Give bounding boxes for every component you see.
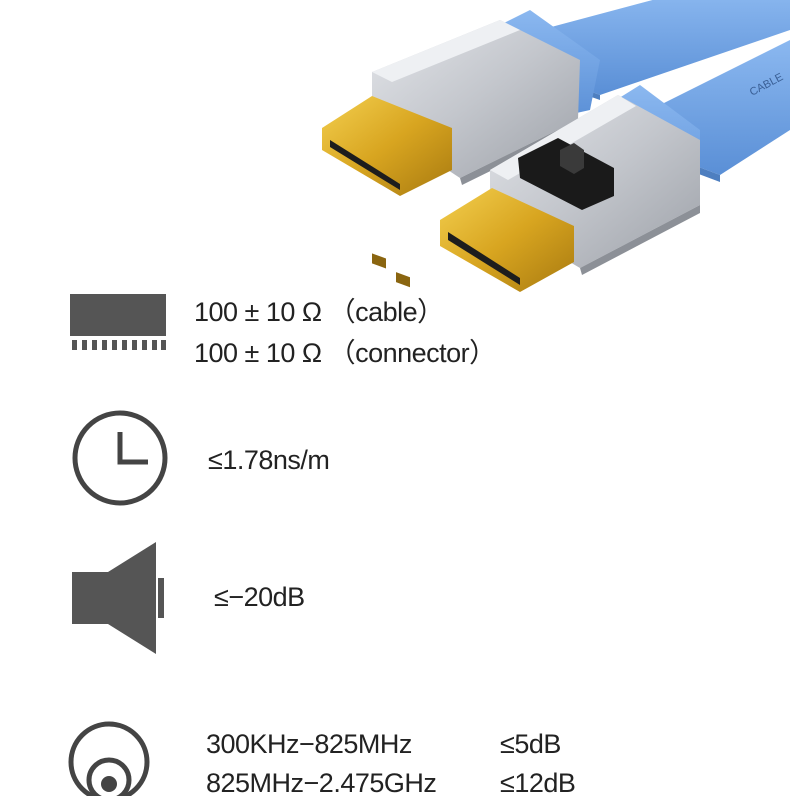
spec-impedance: 100 ± 10 Ω （cable） 100 ± 10 Ω （connector… [0, 286, 790, 376]
attenuation-range-2: 825MHz−2.475GHz [206, 768, 437, 798]
signal-target-icon [68, 721, 150, 796]
connector-top [322, 10, 600, 288]
spec-crosstalk: ≤−20dB [0, 538, 790, 658]
displayport-cable-image: CABLE [322, 0, 790, 292]
spec-delay: ≤1.78ns/m [0, 406, 790, 510]
clock-icon [72, 410, 168, 506]
impedance-cable-text: 100 ± 10 Ω （cable） [194, 297, 444, 327]
impedance-connector-text: 100 ± 10 Ω （connector） [194, 338, 496, 368]
delay-value-text: ≤1.78ns/m [208, 445, 330, 475]
attenuation-value-1: ≤5dB [500, 729, 561, 759]
spec-attenuation: 300KHz−825MHz ≤5dB 825MHz−2.475GHz ≤12dB [0, 712, 790, 797]
speaker-icon [72, 542, 164, 654]
connector-bottom [440, 85, 700, 292]
ic-chip-icon [70, 294, 166, 350]
attenuation-range-1: 300KHz−825MHz [206, 729, 412, 759]
attenuation-value-2: ≤12dB [500, 768, 576, 798]
crosstalk-value-text: ≤−20dB [214, 582, 305, 612]
